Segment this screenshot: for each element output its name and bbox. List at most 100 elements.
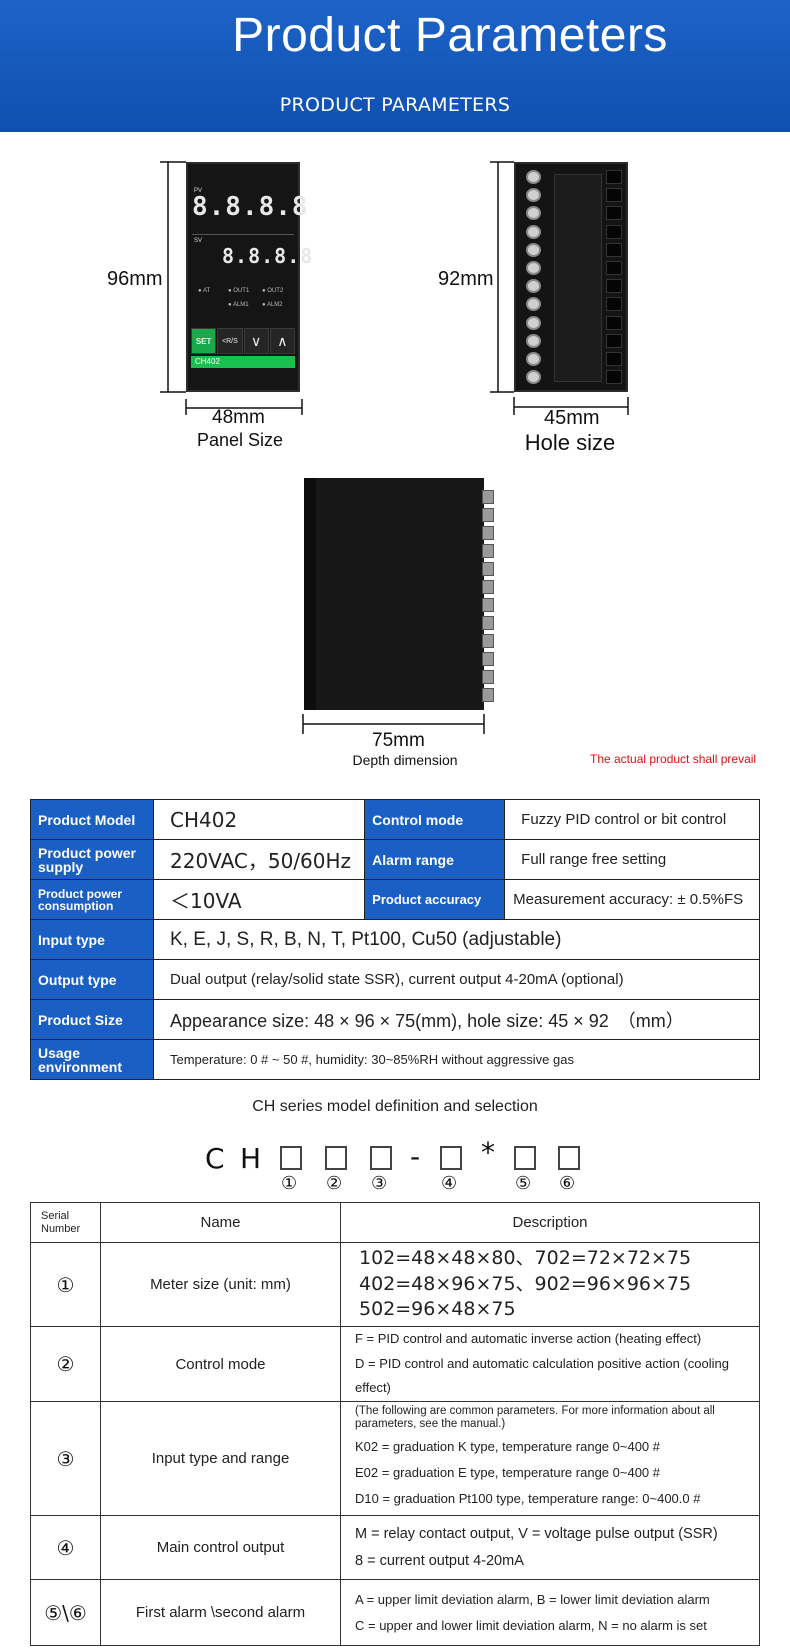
side-terminal-icon <box>482 580 494 594</box>
product-model-value: CH402 <box>152 799 366 840</box>
desc-line: C = upper and lower limit deviation alar… <box>355 1617 707 1633</box>
desc-line: D10 = graduation Pt100 type, temperature… <box>355 1491 701 1507</box>
controller-side-view <box>304 478 494 710</box>
alarm-range-label: Alarm range <box>364 839 506 880</box>
terminal-screw-icon <box>526 206 541 221</box>
terminal-slot-icon <box>606 224 622 239</box>
desc-line: D = PID control and automatic calculatio… <box>355 1355 729 1396</box>
code-marker-2: ② <box>326 1173 343 1194</box>
input-type-label: Input type <box>30 919 154 960</box>
terminal-screw-icon <box>526 352 541 366</box>
terminal-slot-icon <box>606 170 622 184</box>
code-letter-c: C <box>205 1142 225 1175</box>
alarm-range-value: Full range free setting <box>504 839 760 880</box>
code-marker-1: ① <box>281 1173 298 1194</box>
terminal-screw-icon <box>526 188 541 203</box>
side-terminal-icon <box>482 508 494 522</box>
panel-model-strip: CH402 <box>191 356 295 368</box>
terminal-slot-icon <box>606 206 622 221</box>
code-box-6 <box>558 1146 580 1170</box>
side-terminal-icon <box>482 562 494 576</box>
row-number: ① <box>30 1242 101 1327</box>
desc-line: 102=48×48×80、702=72×72×75 <box>359 1247 692 1270</box>
code-box-1 <box>280 1146 302 1170</box>
terminal-screw-icon <box>526 279 541 294</box>
side-terminal-icon <box>482 616 494 630</box>
col-description: Description <box>340 1202 760 1243</box>
power-supply-value: 220VAC，50/60Hz <box>152 839 366 880</box>
hole-width-label: 45mm <box>544 407 600 429</box>
side-terminal-icon <box>482 652 494 666</box>
desc-line: F = PID control and automatic inverse ac… <box>355 1331 702 1346</box>
prevail-note: The actual product shall prevail <box>590 752 757 766</box>
side-terminal-icon <box>482 598 494 612</box>
code-box-4 <box>440 1146 462 1170</box>
row-number: ⑤\⑥ <box>30 1579 101 1647</box>
code-marker-6: ⑥ <box>559 1173 576 1194</box>
code-box-3 <box>370 1146 392 1170</box>
row-description: (The following are common parameters. Fo… <box>340 1401 760 1517</box>
desc-line: A = upper limit deviation alarm, B = low… <box>355 1591 710 1607</box>
side-terminal-icon <box>482 544 494 558</box>
sv-label: SV <box>194 238 203 244</box>
product-model-label: Product Model <box>30 799 154 840</box>
terminal-screw-icon <box>526 297 541 312</box>
terminal-slot-icon <box>606 333 622 348</box>
code-letter-h: H <box>240 1142 262 1175</box>
row-number: ② <box>30 1325 101 1403</box>
usage-environment-label: Usage environment <box>30 1039 154 1080</box>
row-name: Main control output <box>100 1515 341 1581</box>
terminal-slot-icon <box>606 370 622 385</box>
row-name: Input type and range <box>100 1401 341 1517</box>
terminal-slot-icon <box>606 279 622 294</box>
terminal-screw-icon <box>526 370 541 385</box>
set-key: SET <box>191 328 217 354</box>
controller-rear-terminals: Xi <box>514 162 628 392</box>
rs-key: <R/S <box>217 328 243 354</box>
panel-dimension-lines <box>160 161 303 415</box>
row-description: A = upper limit deviation alarm, B = low… <box>340 1579 760 1647</box>
col-name: Name <box>100 1202 341 1243</box>
led-alm2: ● ALM2 <box>262 302 283 308</box>
col-serial-number: Serial Number <box>30 1202 101 1243</box>
output-type-value: Dual output (relay/solid state SSR), cur… <box>153 959 760 1000</box>
terminal-slot-icon <box>606 188 622 203</box>
code-box-2 <box>325 1146 347 1170</box>
power-consumption-label: Product power consumption <box>30 879 154 920</box>
product-size-value: Appearance size: 48 × 96 × 75(mm), hole … <box>153 999 760 1040</box>
code-box-5 <box>514 1146 536 1170</box>
pv-display: 8.8.8.8 <box>192 192 309 222</box>
control-mode-value: Fuzzy PID control or bit control <box>504 799 760 840</box>
row-name: First alarm \second alarm <box>100 1579 341 1647</box>
terminal-screw-icon <box>526 224 541 239</box>
page-title: Product Parameters <box>232 9 668 62</box>
terminal-screw-icon <box>526 315 541 330</box>
power-supply-label: Product power supply <box>30 839 154 880</box>
desc-line: K02 = graduation K type, temperature ran… <box>355 1439 660 1455</box>
control-mode-label: Control mode <box>364 799 506 840</box>
down-key: ∨ <box>243 328 269 354</box>
desc-line: 402=48×96×75、902=96×96×75 <box>359 1272 692 1295</box>
row-description: 102=48×48×80、702=72×72×75 402=48×96×75、9… <box>340 1242 760 1327</box>
side-terminal-icon <box>482 688 494 702</box>
pv-label: PV <box>194 188 203 194</box>
side-terminal-icon <box>482 634 494 648</box>
product-size-label: Product Size <box>30 999 154 1040</box>
terminal-slot-icon <box>606 352 622 366</box>
panel-size-caption: Panel Size <box>196 430 284 450</box>
terminal-screw-icon <box>526 170 541 184</box>
header-banner: Product Parameters PRODUCT PARAMETERS <box>0 0 790 132</box>
code-dash: - <box>410 1140 421 1173</box>
row-number: ③ <box>30 1401 101 1517</box>
depth-caption: Depth dimension <box>352 752 458 768</box>
input-type-value: K, E, J, S, R, B, N, T, Pt100, Cu50 (adj… <box>153 919 760 960</box>
side-terminal-icon <box>482 526 494 540</box>
row-description: F = PID control and automatic inverse ac… <box>340 1325 760 1403</box>
terminal-slot-icon <box>606 261 622 275</box>
parameter-table: Product Model CH402 Control mode Fuzzy P… <box>30 799 760 1080</box>
hole-height-label: 92mm <box>438 268 494 290</box>
depth-dimension-lines <box>302 714 485 734</box>
model-definition-title: CH series model definition and selection <box>252 1098 538 1115</box>
terminal-slot-icon <box>606 242 622 257</box>
side-terminal-icon <box>482 490 494 504</box>
